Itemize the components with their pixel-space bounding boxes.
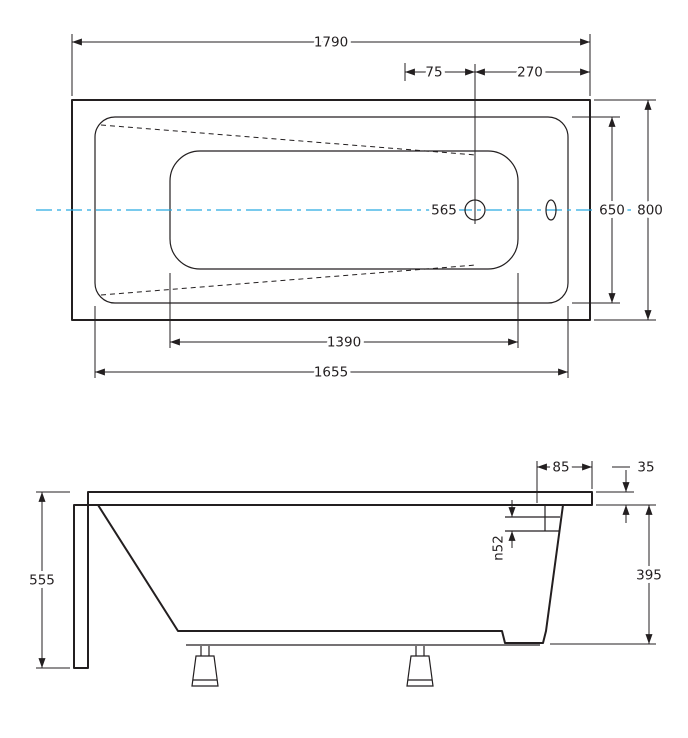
dim-inner-length: 1655 [94,306,569,384]
dim-width-at-drain-label: 565 [431,203,457,219]
dim-overall-width: 800 [594,99,666,321]
dim-drain-from-end-label: 270 [517,65,543,81]
dim-inner-width: 650 [572,116,628,304]
dim-overflow-diameter-label: n52 [491,535,507,561]
dim-rim-thickness: 35 [596,456,658,523]
dim-depth: 395 [550,505,665,645]
dim-bottom-length: 1390 [169,273,519,354]
foot-base [406,655,434,687]
tub-body-profile [97,504,564,644]
adjustable-foot-right [406,646,434,687]
dim-inner-width-label: 650 [599,203,625,219]
adjustable-foot-left [191,646,219,687]
foot-base [191,655,219,687]
dim-overflow-diameter: n52 [487,500,560,564]
dim-drain-position: 75 270 [404,61,590,84]
dim-depth-label: 395 [636,568,662,584]
top-view: 1790 75 270 565 650 800 [36,31,666,384]
drain-hole [464,199,486,221]
front-panel [73,504,89,669]
dim-end-shelf-label: 85 [552,460,569,476]
dim-overall-width-label: 800 [637,203,663,219]
dim-overall-length: 1790 [71,31,591,96]
dim-overall-length-label: 1790 [314,35,348,51]
dim-inner-length-label: 1655 [314,365,348,381]
overflow-hole [545,199,557,221]
dim-overall-height-label: 555 [29,573,55,589]
side-view: n52 85 35 395 555 [26,456,665,687]
dim-bottom-length-label: 1390 [327,335,361,351]
dim-rim-thickness-label: 35 [637,460,654,476]
dim-drain-spacing-label: 75 [425,65,442,81]
dim-end-shelf: 85 [536,456,593,503]
dim-overall-height: 555 [26,491,70,669]
rim-profile [87,491,593,506]
